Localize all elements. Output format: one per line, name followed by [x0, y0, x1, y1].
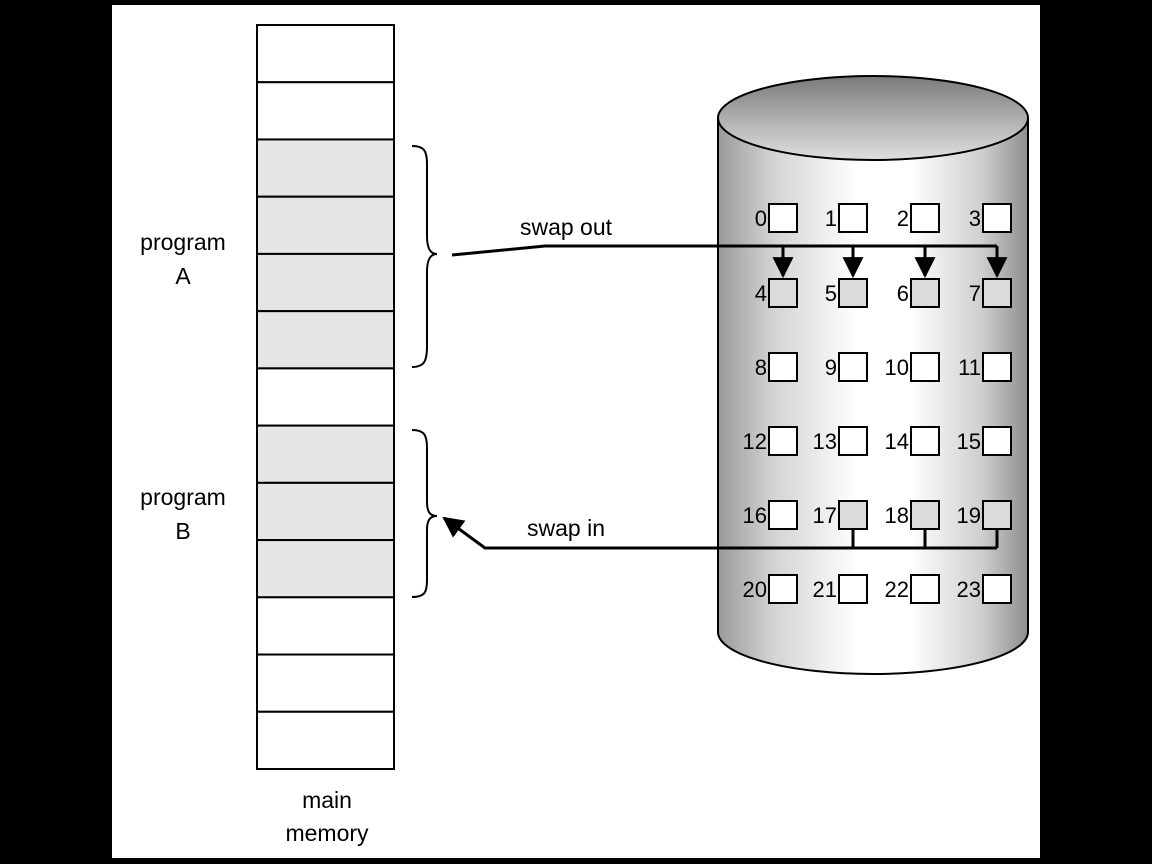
disk-block-label: 12	[743, 429, 767, 454]
memory-frame	[256, 310, 395, 370]
disk-block-label: 2	[897, 206, 909, 231]
disk-block-12	[768, 426, 798, 456]
disk-block-19	[982, 500, 1012, 530]
memory-frame	[256, 195, 395, 255]
disk-block-6	[910, 278, 940, 308]
disk-block-21	[838, 574, 868, 604]
disk-block-label: 4	[755, 281, 767, 306]
disk-block-15	[982, 426, 1012, 456]
memory-frame	[256, 24, 395, 84]
disk-block-18	[910, 500, 940, 530]
disk-block-label: 22	[885, 577, 909, 602]
disk-block-label: 10	[885, 355, 909, 380]
disk-block-3	[982, 203, 1012, 233]
disk-block-4	[768, 278, 798, 308]
disk-block-13	[838, 426, 868, 456]
disk-block-label: 9	[825, 355, 837, 380]
memory-frame	[256, 481, 395, 542]
disk-block-label: 5	[825, 281, 837, 306]
disk-block-label: 1	[825, 206, 837, 231]
swap-in-arrow	[442, 516, 999, 550]
disk-block-label: 21	[813, 577, 837, 602]
disk-block-16	[768, 500, 798, 530]
memory-frame	[256, 81, 395, 141]
disk-block-label: 18	[885, 503, 909, 528]
disk-block-17	[838, 500, 868, 530]
disk-block-7	[982, 278, 1012, 308]
program-a-label-line2: A	[175, 263, 191, 289]
disk-block-label: 20	[743, 577, 767, 602]
memory-frame	[256, 367, 395, 427]
memory-frame	[256, 596, 395, 656]
disk-block-label: 8	[755, 355, 767, 380]
disk-block-label: 23	[957, 577, 981, 602]
disk-block-1	[838, 203, 868, 233]
memory-frame	[256, 252, 395, 313]
disk-block-5	[838, 278, 868, 308]
disk-block-2	[910, 203, 940, 233]
memory-frame	[256, 138, 395, 198]
disk-block-8	[768, 352, 798, 382]
disk-block-label: 11	[958, 355, 981, 380]
disk-block-label: 14	[885, 429, 909, 454]
disk-block-label: 15	[957, 429, 981, 454]
memory-frame	[256, 710, 395, 770]
disk-block-22	[910, 574, 940, 604]
disk-block-9	[838, 352, 868, 382]
memory-frame	[256, 539, 395, 599]
backing-store-disk	[717, 75, 1029, 675]
main-memory-label-line2: memory	[285, 820, 369, 846]
disk-block-14	[910, 426, 940, 456]
main-memory-label-line1: main	[302, 787, 352, 813]
program-b-label-line1: program	[140, 484, 226, 510]
disk-block-label: 3	[969, 206, 981, 231]
disk-block-label: 0	[755, 206, 767, 231]
swap-out-arrow	[451, 244, 1008, 279]
disk-block-label: 6	[897, 281, 909, 306]
disk-block-label: 7	[969, 281, 981, 306]
disk-block-label: 17	[813, 503, 837, 528]
disk-block-label: 16	[743, 503, 767, 528]
disk-block-23	[982, 574, 1012, 604]
program-b-brace	[411, 429, 438, 598]
disk-block-label: 13	[813, 429, 837, 454]
disk-block-20	[768, 574, 798, 604]
disk-block-10	[910, 352, 940, 382]
program-b-label-line2: B	[175, 518, 190, 544]
disk-block-label: 19	[957, 503, 981, 528]
swap-out-label: swap out	[520, 214, 613, 240]
swap-in-label: swap in	[527, 515, 605, 541]
memory-frame	[256, 653, 395, 713]
program-a-brace	[411, 145, 438, 368]
program-a-label-line1: program	[140, 229, 226, 255]
memory-frame	[256, 424, 395, 484]
disk-block-11	[982, 352, 1012, 382]
disk-block-0	[768, 203, 798, 233]
main-memory	[256, 24, 395, 770]
